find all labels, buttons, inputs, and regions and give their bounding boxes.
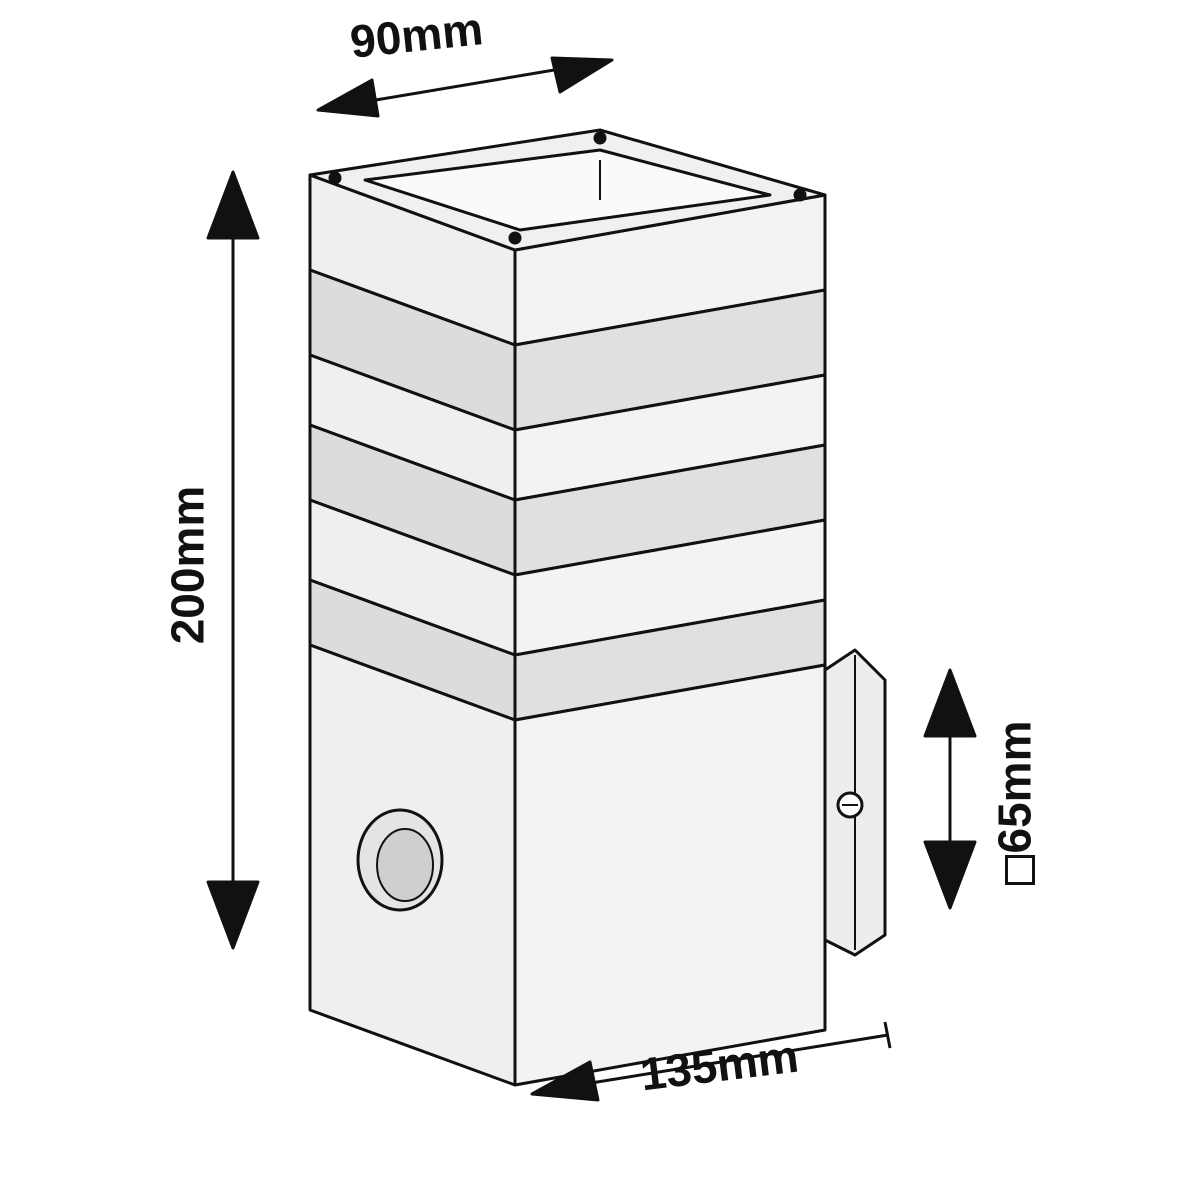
top-opening [363,148,772,232]
width-arrow [316,56,614,118]
square-symbol-icon [1005,855,1035,885]
height-arrow [206,170,260,950]
depth-arrow [530,1021,892,1102]
right-face-body [513,663,827,1087]
height-label: 200mm [161,485,214,645]
mount-arrow [923,668,977,910]
mount-plate-label: 65mm [988,720,1041,854]
